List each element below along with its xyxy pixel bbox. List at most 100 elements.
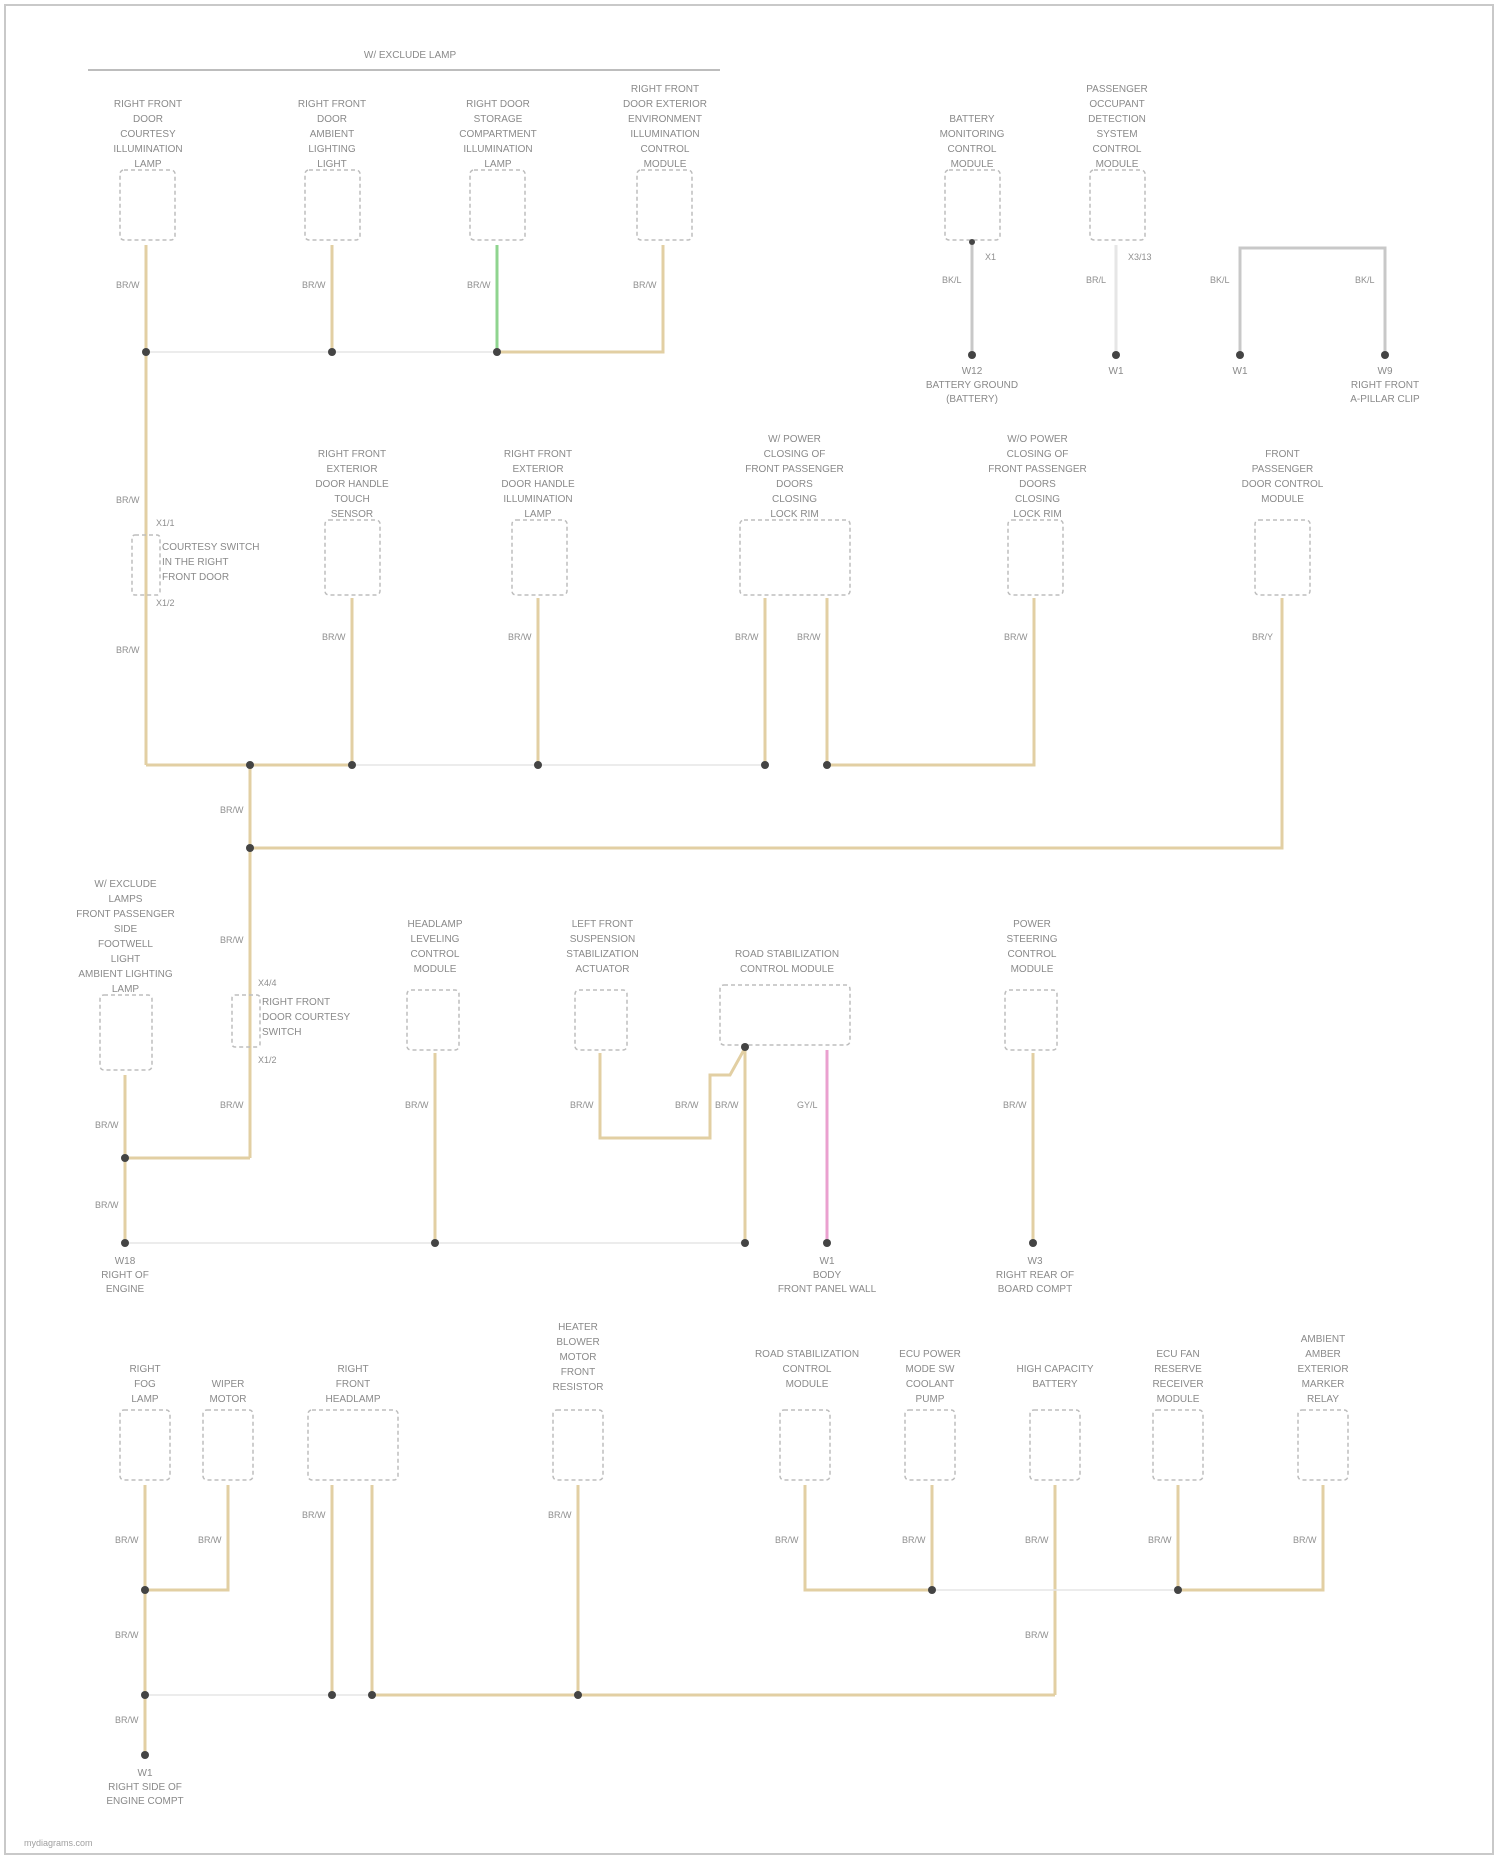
- component-c12-box[interactable]: [100, 995, 152, 1070]
- component-c10-box[interactable]: [1008, 520, 1063, 595]
- wire-label: BR/W: [1148, 1535, 1172, 1545]
- component-c4-box[interactable]: [637, 170, 692, 240]
- component-c13-box[interactable]: [407, 990, 459, 1050]
- inline-connector-ic2[interactable]: [232, 995, 260, 1047]
- splice: [141, 1691, 149, 1699]
- component-c2-box[interactable]: [305, 170, 360, 240]
- component-c1-box[interactable]: [120, 170, 175, 240]
- ground-terminal: [1381, 351, 1389, 359]
- wire-c10: [827, 598, 1034, 765]
- ground-g3-label: W1: [1220, 365, 1260, 379]
- component-c6-box[interactable]: [1090, 170, 1145, 240]
- ground-g7-label: W3 RIGHT REAR OF BOARD COMPT: [970, 1255, 1100, 1297]
- component-c11-label: FRONT PASSENGER DOOR CONTROL MODULE: [1220, 447, 1345, 507]
- wire-label: BR/W: [1004, 632, 1028, 642]
- inline-connector-ic1-pin-a: X1/1: [156, 518, 175, 528]
- splice: [431, 1239, 439, 1247]
- component-c17-box[interactable]: [120, 1410, 170, 1480]
- component-c4-label: RIGHT FRONT DOOR EXTERIOR ENVIRONMENT IL…: [600, 82, 730, 172]
- component-c22-label: ECU POWER MODE SW COOLANT PUMP: [880, 1347, 980, 1407]
- wire-label: BR/W: [797, 632, 821, 642]
- splice: [328, 348, 336, 356]
- component-c19-box[interactable]: [308, 1410, 398, 1480]
- wire-label: BR/W: [115, 1630, 139, 1640]
- splice: [368, 1691, 376, 1699]
- ground-terminal: [121, 1239, 129, 1247]
- row-3-wires: [125, 1048, 1033, 1243]
- component-c3-label: RIGHT DOOR STORAGE COMPARTMENT ILLUMINAT…: [438, 97, 558, 172]
- component-c16-box[interactable]: [1005, 990, 1057, 1050]
- row-4-splices: [141, 1586, 1182, 1759]
- component-c20-box[interactable]: [553, 1410, 603, 1480]
- row-4: [120, 1410, 1348, 1480]
- row-3-splices: [121, 1043, 1037, 1247]
- component-c15-box[interactable]: [720, 985, 850, 1045]
- splice: [246, 761, 254, 769]
- component-c23-label: HIGH CAPACITY BATTERY: [995, 1362, 1115, 1392]
- component-c5-label: BATTERY MONITORING CONTROL MODULE: [912, 112, 1032, 172]
- wire-label: BR/W: [1025, 1630, 1049, 1640]
- component-c14-box[interactable]: [575, 990, 627, 1050]
- splice: [141, 1586, 149, 1594]
- splice: [574, 1691, 582, 1699]
- wire-label: BR/W: [775, 1535, 799, 1545]
- splice: [741, 1239, 749, 1247]
- ground-terminal: [1112, 351, 1120, 359]
- component-c8-box[interactable]: [512, 520, 567, 595]
- component-c9-label: W/ POWER CLOSING OF FRONT PASSENGER DOOR…: [722, 432, 867, 522]
- splice: [328, 1691, 336, 1699]
- component-c6-pin: X3/13: [1128, 252, 1152, 262]
- component-c19-label: RIGHT FRONT HEADLAMP: [303, 1362, 403, 1407]
- wire-label: BR/W: [95, 1200, 119, 1210]
- wire-label: BR/W: [220, 935, 244, 945]
- inline-connector-ic2-label: RIGHT FRONT DOOR COURTESY SWITCH: [262, 995, 372, 1040]
- wire-label: BR/L: [1086, 275, 1106, 285]
- component-c5-box[interactable]: [945, 170, 1000, 240]
- wire-label: BR/W: [220, 805, 244, 815]
- wire-label: BR/W: [116, 280, 140, 290]
- wire-label: BR/W: [508, 632, 532, 642]
- component-c8-label: RIGHT FRONT EXTERIOR DOOR HANDLE ILLUMIN…: [478, 447, 598, 522]
- ground-terminal: [968, 351, 976, 359]
- wire-label: BR/W: [1293, 1535, 1317, 1545]
- component-c7-box[interactable]: [325, 520, 380, 595]
- splice: [1174, 1586, 1182, 1594]
- ground-g4-label: W9 RIGHT FRONT A-PILLAR CLIP: [1320, 365, 1450, 407]
- wire-label: BR/W: [633, 280, 657, 290]
- component-c9-box[interactable]: [740, 520, 850, 595]
- row-2: [132, 520, 1310, 595]
- splice: [142, 348, 150, 356]
- ground-g6-label: W1 BODY FRONT PANEL WALL: [757, 1255, 897, 1297]
- component-c22-box[interactable]: [905, 1410, 955, 1480]
- wire-label: BR/W: [322, 632, 346, 642]
- splice: [493, 348, 501, 356]
- wire-label: BR/W: [302, 1510, 326, 1520]
- wire-label: BK/L: [1355, 275, 1375, 285]
- component-c7-label: RIGHT FRONT EXTERIOR DOOR HANDLE TOUCH S…: [292, 447, 412, 522]
- component-c18-box[interactable]: [203, 1410, 253, 1480]
- component-c11-box[interactable]: [1255, 520, 1310, 595]
- inline-connector-ic2-pin-b: X1/2: [258, 1055, 277, 1065]
- component-c10-label: W/O POWER CLOSING OF FRONT PASSENGER DOO…: [965, 432, 1110, 522]
- component-c24-box[interactable]: [1153, 1410, 1203, 1480]
- component-c20-label: HEATER BLOWER MOTOR FRONT RESISTOR: [523, 1320, 633, 1395]
- ground-terminal: [1029, 1239, 1037, 1247]
- wire-label: BR/W: [302, 280, 326, 290]
- component-c23-box[interactable]: [1030, 1410, 1080, 1480]
- component-c3-box[interactable]: [470, 170, 525, 240]
- ground-terminal: [823, 1239, 831, 1247]
- component-c2-label: RIGHT FRONT DOOR AMBIENT LIGHTING LIGHT: [272, 97, 392, 172]
- wire-label: BR/W: [220, 1100, 244, 1110]
- wire-label: BR/W: [115, 1715, 139, 1725]
- component-c21-box[interactable]: [780, 1410, 830, 1480]
- component-c13-label: HEADLAMP LEVELING CONTROL MODULE: [375, 917, 495, 977]
- component-c15-label: ROAD STABILIZATION CONTROL MODULE: [712, 947, 862, 977]
- wire-label: BR/W: [115, 1535, 139, 1545]
- wire-label: BR/Y: [1252, 632, 1273, 642]
- wire-label: BK/L: [942, 275, 962, 285]
- wire-label: BR/W: [116, 645, 140, 655]
- component-c5-pin: X1: [985, 252, 996, 262]
- component-c25-box[interactable]: [1298, 1410, 1348, 1480]
- component-c6-label: PASSENGER OCCUPANT DETECTION SYSTEM CONT…: [1057, 82, 1177, 172]
